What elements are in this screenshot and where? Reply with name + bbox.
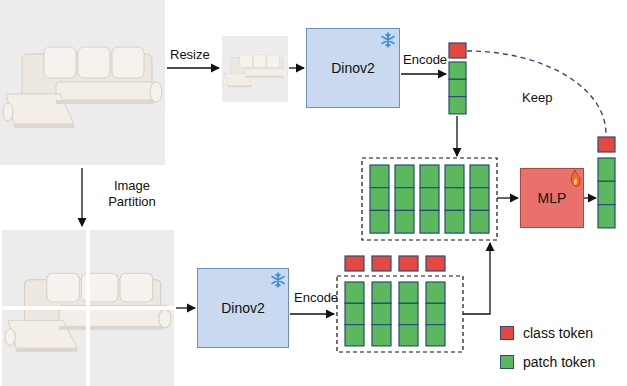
- arrow: [456, 116, 457, 156]
- arrow: [463, 243, 490, 314]
- box-label: MLP: [538, 190, 567, 206]
- encoder-box: Dinov2: [306, 28, 400, 108]
- legend-label: patch token: [523, 354, 595, 370]
- arrow: [289, 67, 304, 68]
- input-image: [0, 0, 165, 165]
- image-tile: [2, 310, 86, 386]
- class-tokens: [345, 256, 445, 271]
- arrow: [584, 197, 596, 198]
- encoder-box: Dinov2: [197, 268, 289, 348]
- box-label: Dinov2: [331, 60, 375, 76]
- group-bracket: [362, 158, 497, 240]
- step-label: Encode: [294, 290, 338, 306]
- resized-image: [222, 36, 288, 102]
- step-label: Resize: [170, 47, 210, 63]
- mlp-box: MLP: [520, 168, 584, 228]
- image-tile: [90, 310, 174, 386]
- output-tokens: [598, 137, 615, 228]
- box-label: Dinov2: [221, 300, 265, 316]
- arrow: [167, 67, 219, 68]
- token-column: [449, 43, 466, 114]
- arrow: [176, 307, 195, 308]
- token-columns: [370, 165, 489, 233]
- keep-link: [467, 51, 606, 134]
- step-label: Encode: [403, 52, 447, 68]
- legend-swatch: [500, 326, 514, 340]
- step-label: Keep: [522, 90, 552, 106]
- legend: class token patch token: [500, 324, 595, 382]
- arrow: [290, 313, 334, 314]
- legend-row: class token: [500, 324, 595, 342]
- arrow: [497, 197, 518, 198]
- legend-row: patch token: [500, 353, 595, 371]
- token-columns: [345, 282, 445, 346]
- image-tile: [2, 230, 86, 306]
- image-tile: [90, 230, 174, 306]
- step-label: Image Partition: [94, 178, 170, 211]
- legend-label: class token: [523, 325, 593, 341]
- arrow: [81, 168, 82, 226]
- legend-swatch: [500, 355, 514, 369]
- group-bracket: [337, 276, 463, 352]
- arrow: [401, 73, 446, 74]
